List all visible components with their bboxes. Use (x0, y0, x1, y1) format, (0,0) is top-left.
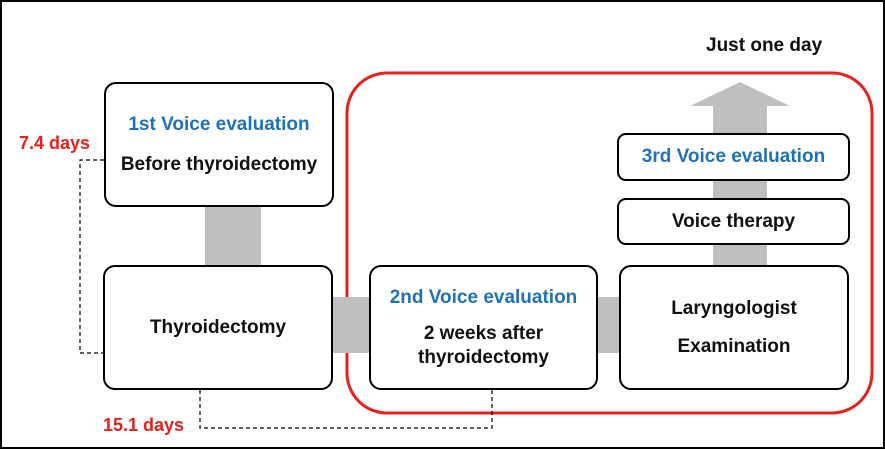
before-thyroidectomy-label: Before thyroidectomy (120, 153, 318, 175)
interval-7-4-days-label: 7.4 days (19, 133, 91, 153)
thyroidectomy-line-label: thyroidectomy (418, 346, 549, 368)
first-voice-evaluation-title: 1st Voice evaluation (128, 113, 310, 135)
two-weeks-after-label: 2 weeks after (423, 322, 544, 344)
laryngologist-examination-box: Laryngologist Examination (619, 265, 849, 390)
just-one-day-label: Just one day (706, 35, 823, 56)
connector-laryngologist-to-therapy (713, 244, 767, 266)
third-voice-evaluation-title: 3rd Voice evaluation (641, 146, 826, 167)
connector-2nd-to-laryngologist (597, 297, 621, 353)
interval-bracket-left (79, 159, 118, 354)
connector-therapy-to-3rd (713, 180, 767, 199)
connector-thyroidectomy-to-2nd (332, 297, 370, 353)
thyroidectomy-label: Thyroidectomy (149, 316, 287, 338)
examination-label: Examination (677, 335, 791, 357)
red-highlight-region (345, 71, 874, 415)
interval-bracket-bottom (199, 390, 493, 429)
up-arrow-icon (690, 82, 790, 133)
second-voice-evaluation-box: 2nd Voice evaluation 2 weeks after thyro… (369, 265, 598, 390)
third-voice-evaluation-box: 3rd Voice evaluation (617, 133, 850, 181)
thyroidectomy-box: Thyroidectomy (103, 265, 333, 390)
laryngologist-label: Laryngologist (671, 297, 797, 319)
second-voice-evaluation-title: 2nd Voice evaluation (389, 286, 578, 308)
connector-1st-to-thyroidectomy (205, 206, 261, 266)
interval-15-1-days-label: 15.1 days (103, 415, 185, 435)
first-voice-evaluation-box: 1st Voice evaluation Before thyroidectom… (104, 82, 334, 207)
voice-therapy-box: Voice therapy (617, 198, 850, 245)
voice-therapy-label: Voice therapy (671, 210, 796, 232)
